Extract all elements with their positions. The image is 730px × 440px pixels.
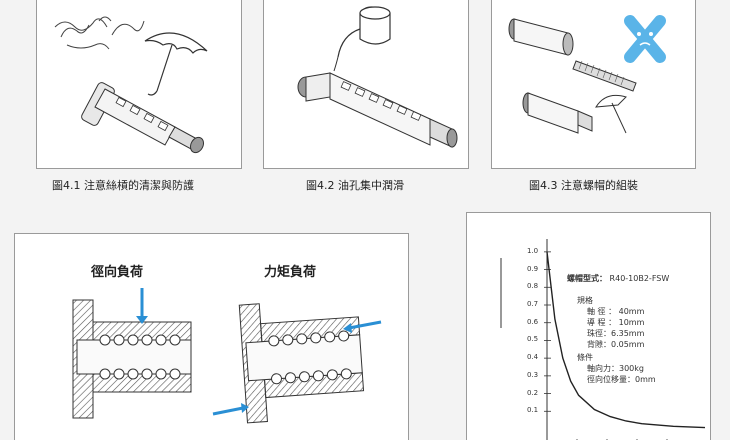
- chart-y-tick-label: 0.7: [527, 300, 539, 308]
- spec-chart-panel: 1.0 0.9 0.8 0.7 0.6 0.5 0.4 0.3 0.2 0.1 螺帽型式： R40…: [466, 212, 711, 440]
- chart-y-tick-label: 0.1: [527, 406, 539, 415]
- model-value: R40-10B2-FSW: [609, 274, 670, 283]
- cleaning-protection-illustration: [54, 16, 208, 154]
- figure-4-2-caption: 圖4.2 油孔集中潤滑: [306, 179, 404, 192]
- chart-y-tick-label: 0.8: [527, 282, 539, 291]
- deflection-chart: [500, 239, 706, 440]
- figure-4-3-panel: [491, 0, 696, 169]
- figure-4-1-caption: 圖4.1 注意絲槓的清潔與防護: [52, 179, 194, 192]
- chart-y-tick-label: 0.9: [527, 264, 539, 273]
- chart-y-tick-label: 0.6: [527, 317, 539, 326]
- nut-assembly-illustration: [508, 15, 666, 134]
- condition-radial: 徑向位移量：0mm: [587, 375, 656, 384]
- moment-load-title: 力矩負荷: [264, 265, 317, 280]
- radial-load-title: 徑向負荷: [91, 265, 144, 280]
- chart-series-line: [546, 251, 706, 429]
- lubrication-illustration: [297, 6, 458, 148]
- chart-y-tick-label: 1.0: [527, 246, 539, 255]
- cross-icon: [624, 15, 666, 63]
- condition-heading: 條件: [577, 353, 593, 362]
- model-label: 螺帽型式：: [567, 274, 607, 283]
- model-row: 螺帽型式： R40-10B2-FSW: [567, 273, 669, 284]
- spec-backlash: 背隙：0.05mm: [587, 340, 645, 349]
- spec-lead: 導 程 ： 10mm: [587, 318, 645, 327]
- chart-y-tick-label: 0.4: [527, 353, 539, 362]
- spec-ball: 珠徑：6.35mm: [587, 329, 645, 338]
- figure-4-1-panel: [36, 0, 242, 169]
- spec-shaft: 軸 徑 ： 40mm: [587, 307, 645, 316]
- chart-y-tick-label: 0.3: [527, 370, 539, 379]
- load-diagram-panel: 徑向負荷 力矩負荷: [14, 233, 409, 440]
- chart-y-tick-label: 0.2: [527, 388, 539, 397]
- figure-4-3-caption: 圖4.3 注意螺帽的組裝: [529, 179, 638, 192]
- spec-heading: 規格: [577, 296, 593, 305]
- load-cross-section-illustration: [72, 288, 382, 424]
- figure-4-2-panel: [263, 0, 469, 169]
- condition-axial: 軸向力：300kg: [587, 364, 644, 373]
- chart-y-tick-label: 0.5: [527, 335, 539, 344]
